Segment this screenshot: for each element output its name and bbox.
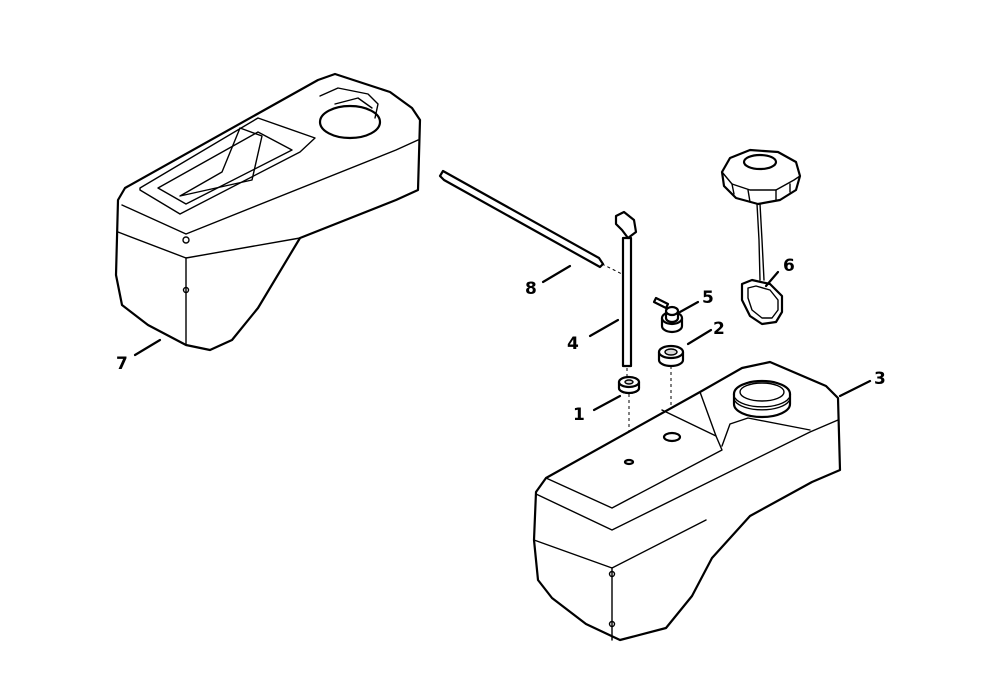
vent-valve-part-5 (652, 296, 684, 334)
callout-5: 5 (702, 288, 714, 308)
hose-part-8 (438, 169, 627, 277)
fuel-cap-part-6 (720, 148, 802, 326)
callout-4: 4 (567, 334, 579, 354)
tank-right-part-3 (532, 360, 842, 642)
leader-3 (838, 379, 872, 398)
callout-6: 6 (783, 256, 795, 276)
leader-5 (678, 300, 700, 314)
leader-1 (592, 394, 622, 412)
leader-2 (686, 328, 713, 346)
grommet-part-1 (617, 375, 641, 458)
callout-8: 8 (525, 279, 537, 299)
callout-2: 2 (713, 319, 725, 339)
callout-7: 7 (116, 354, 128, 374)
callout-labels: 1 2 3 4 5 6 7 8 (116, 256, 886, 425)
callout-1: 1 (573, 405, 585, 425)
leader-7 (133, 338, 162, 357)
pickup-tube-part-4 (614, 210, 638, 380)
leader-lines (133, 264, 872, 412)
leader-8 (541, 264, 572, 284)
leader-4 (588, 318, 620, 338)
grommet-part-2 (657, 344, 685, 430)
leader-6 (764, 270, 780, 288)
tank-left-part-7 (114, 72, 422, 352)
callout-3: 3 (874, 369, 886, 389)
